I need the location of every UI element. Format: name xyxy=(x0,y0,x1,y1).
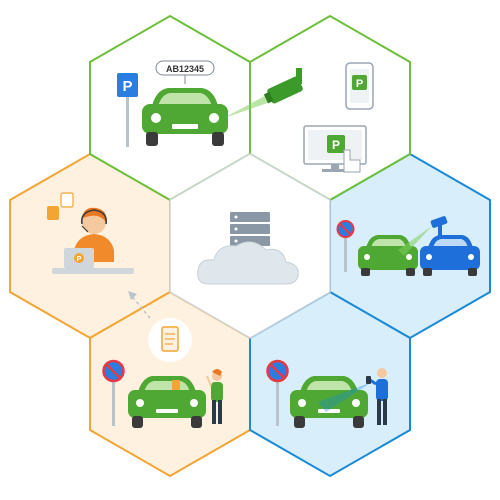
agent-laptop-letter: P xyxy=(77,256,82,263)
mobile-app-icon: P xyxy=(345,62,374,110)
license-plate-tag: AB12345 xyxy=(155,60,215,84)
driver-person-icon xyxy=(206,369,223,424)
server-cloud-icon xyxy=(197,212,299,285)
document-icon xyxy=(47,192,74,220)
flow-arrow xyxy=(129,293,151,319)
car-green-enforced-icon xyxy=(290,376,368,428)
car-green-scanned-icon xyxy=(358,235,418,276)
monitor-letter: P xyxy=(332,138,340,152)
parking-sign-icon: P xyxy=(117,73,138,147)
warden-person-icon xyxy=(366,368,388,425)
handheld-scan-beam xyxy=(318,382,372,412)
laptop-icon: P xyxy=(52,248,134,274)
parking-sign-letter: P xyxy=(122,78,132,95)
no-parking-sign-icon xyxy=(102,359,125,426)
no-parking-sign-icon xyxy=(266,359,289,426)
app-letter: P xyxy=(356,78,363,90)
license-plate-text: AB12345 xyxy=(166,64,204,74)
ticket-icon xyxy=(148,318,192,362)
car-blue-patrol-icon xyxy=(420,235,480,276)
vehicle-camera-icon xyxy=(430,216,448,236)
scan-beam xyxy=(398,226,432,256)
payment-terminal-icon: P xyxy=(303,125,367,173)
camera-beam xyxy=(224,92,276,118)
anpr-camera-icon xyxy=(263,68,303,104)
car-green-front-icon xyxy=(142,88,228,146)
no-parking-sign-icon xyxy=(336,220,355,272)
car-green-ticketed-icon xyxy=(128,376,206,428)
